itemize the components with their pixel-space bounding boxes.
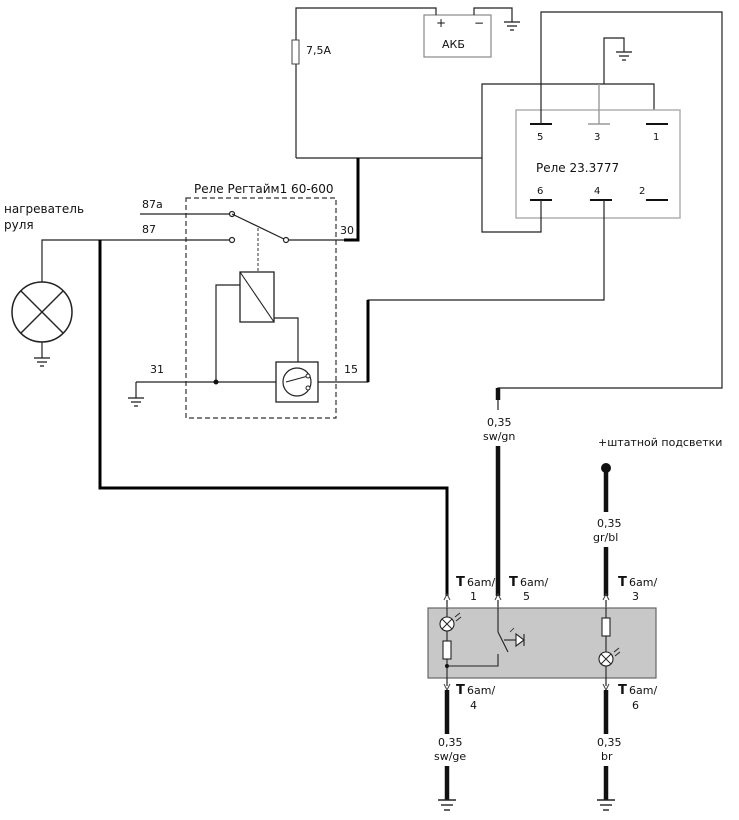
battery-minus-label: − [474, 16, 484, 30]
conn-t1-prefix: T [456, 575, 465, 590]
swge-gauge: 0,35 [438, 736, 463, 749]
ground-icon [504, 21, 520, 31]
coil-right-wire [274, 317, 299, 362]
relay-pin2-label: 2 [639, 186, 645, 197]
conn-t5-prefix: T [509, 575, 518, 590]
conn-t3-name: 6am/ [629, 576, 657, 589]
grbl-gauge: 0,35 [597, 517, 622, 530]
pin31-label: 31 [150, 363, 164, 376]
led-diode-icon [504, 627, 525, 648]
relay-pin4-label: 4 [594, 186, 600, 197]
relay-pin6-label: 6 [537, 186, 543, 197]
conn-t6-pin: 6 [632, 699, 639, 712]
conn-t5-name: 6am/ [520, 576, 548, 589]
fuse: 7,5А [291, 39, 331, 65]
conn-t5-pin: 5 [523, 590, 530, 603]
ground-icon [34, 357, 50, 367]
relay-regtime-box [185, 197, 337, 419]
swge-color: sw/ge [434, 750, 466, 763]
conn-t3-prefix: T [618, 575, 627, 590]
relay-regtime: Реле Регтайм1 60-600 87a 87 30 31 15 [100, 182, 358, 419]
resistor-left [442, 640, 452, 660]
ground-icon [616, 51, 632, 61]
relay-pin3-ground-wire [603, 37, 625, 84]
relay-pin1-label: 1 [653, 132, 659, 143]
ground-icon [597, 799, 615, 811]
br-gauge: 0,35 [597, 736, 622, 749]
indicator-lamp-icon [439, 612, 462, 632]
relay-main: 5 3 1 Реле 23.3777 6 4 2 [515, 109, 681, 219]
pin87a-label: 87a [142, 198, 163, 211]
battery: + − АКБ [423, 14, 492, 58]
swgn-color: sw/gn [483, 430, 515, 443]
conn-t4-pin: 4 [470, 699, 477, 712]
relay-main-label: Реле 23.3777 [536, 161, 619, 175]
conn-t6-prefix: T [618, 683, 627, 698]
pin87-label: 87 [142, 223, 156, 236]
swgn-gauge: 0,35 [487, 416, 512, 429]
br-color: br [601, 750, 613, 763]
relay-pin5-label: 5 [537, 132, 543, 143]
relay-pin1-wire [358, 83, 655, 159]
battery-plus-wire [295, 7, 437, 158]
battery-plus-label: + [436, 16, 446, 30]
coil-left-wire [215, 284, 240, 382]
conn-t1-name: 6am/ [467, 576, 495, 589]
switch-module [427, 607, 657, 679]
relay-regtime-label: Реле Регтайм1 60-600 [194, 182, 334, 196]
ground-icon [128, 397, 144, 407]
fuse-label: 7,5А [306, 44, 331, 57]
resistor-right [601, 617, 611, 637]
pin30-label: 30 [340, 224, 354, 237]
heater-lamp-icon [11, 281, 73, 343]
pin30-wire [344, 158, 360, 242]
relay-pin4-wire [344, 200, 605, 383]
heater-label-line1: нагреватель [4, 202, 84, 216]
battery-minus-wire [473, 7, 513, 22]
grbl-color: gr/bl [593, 531, 618, 544]
ground-icon [438, 799, 456, 811]
timer-icon [282, 367, 312, 397]
conn-t4-name: 6am/ [467, 684, 495, 697]
conn-t3-pin: 3 [632, 590, 639, 603]
heater-supply-wire [41, 239, 100, 282]
pin15-label: 15 [344, 363, 358, 376]
pin87-to-connector-wire [98, 240, 449, 596]
conn-t1-pin: 1 [470, 590, 477, 603]
relay-pin6-wire [481, 158, 542, 233]
conn-t6-name: 6am/ [629, 684, 657, 697]
relay-pin3-label: 3 [594, 132, 600, 143]
heater-label-line2: руля [4, 218, 34, 232]
conn-t4-prefix: T [456, 683, 465, 698]
backlight-lamp-icon [598, 647, 621, 667]
switch-contact [497, 631, 509, 653]
backlight-label: +штатной подсветки [598, 436, 722, 449]
battery-label: АКБ [442, 38, 465, 51]
relay-switch-arm [231, 213, 287, 241]
